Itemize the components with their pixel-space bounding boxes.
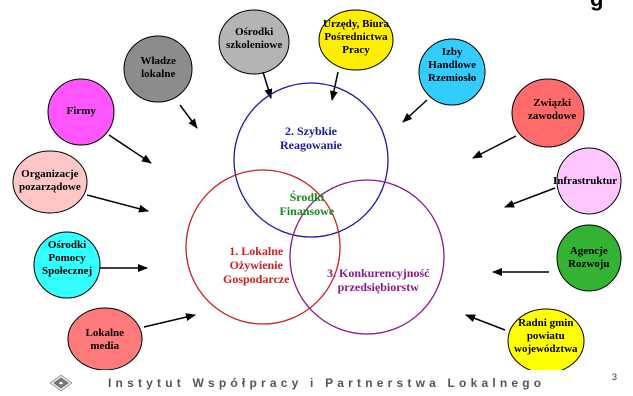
arrow-urzedy (329, 71, 339, 101)
actor-bubble-zwiazki (511, 78, 585, 148)
institute-logo-icon (49, 374, 73, 392)
circle-top (233, 82, 389, 238)
actor-bubble-organizacje (12, 150, 88, 214)
actor-bubble-izby (418, 38, 486, 106)
footer-institute-name: Instytut Współpracy i Partnerstwa Lokaln… (108, 376, 546, 390)
arrow-radni (465, 314, 506, 331)
actor-bubble-agencje (556, 224, 622, 292)
actor-bubble-media (67, 307, 143, 370)
arrow-firmy (108, 134, 152, 164)
arrow-media (143, 313, 196, 328)
actor-bubble-osrodki_szkol (218, 9, 290, 75)
actor-label-infra: Infrastruktur (553, 175, 618, 187)
actor-bubble-firmy (47, 78, 115, 146)
arrow-wladze (179, 104, 198, 129)
actor-bubble-infra (556, 147, 622, 215)
arrow-izby (402, 99, 428, 123)
actor-bubble-osrodki_pom (33, 231, 101, 299)
partnership-diagram (12, 9, 622, 370)
title-fragment: g (590, 0, 603, 12)
arrow-organizacje (86, 194, 149, 213)
page-number: 3 (612, 372, 618, 382)
actor-bubble-radni (507, 308, 585, 370)
arrow-zwiazki (472, 135, 517, 159)
arrow-osrodki_szkol (262, 71, 273, 99)
circle-right (289, 179, 445, 335)
actor-bubble-wladze (123, 35, 193, 103)
circle-left (185, 169, 341, 325)
arrow-infra (504, 187, 556, 208)
actor-label-firmy: Firmy (66, 105, 96, 117)
actor-bubble-urzedy (318, 9, 394, 71)
